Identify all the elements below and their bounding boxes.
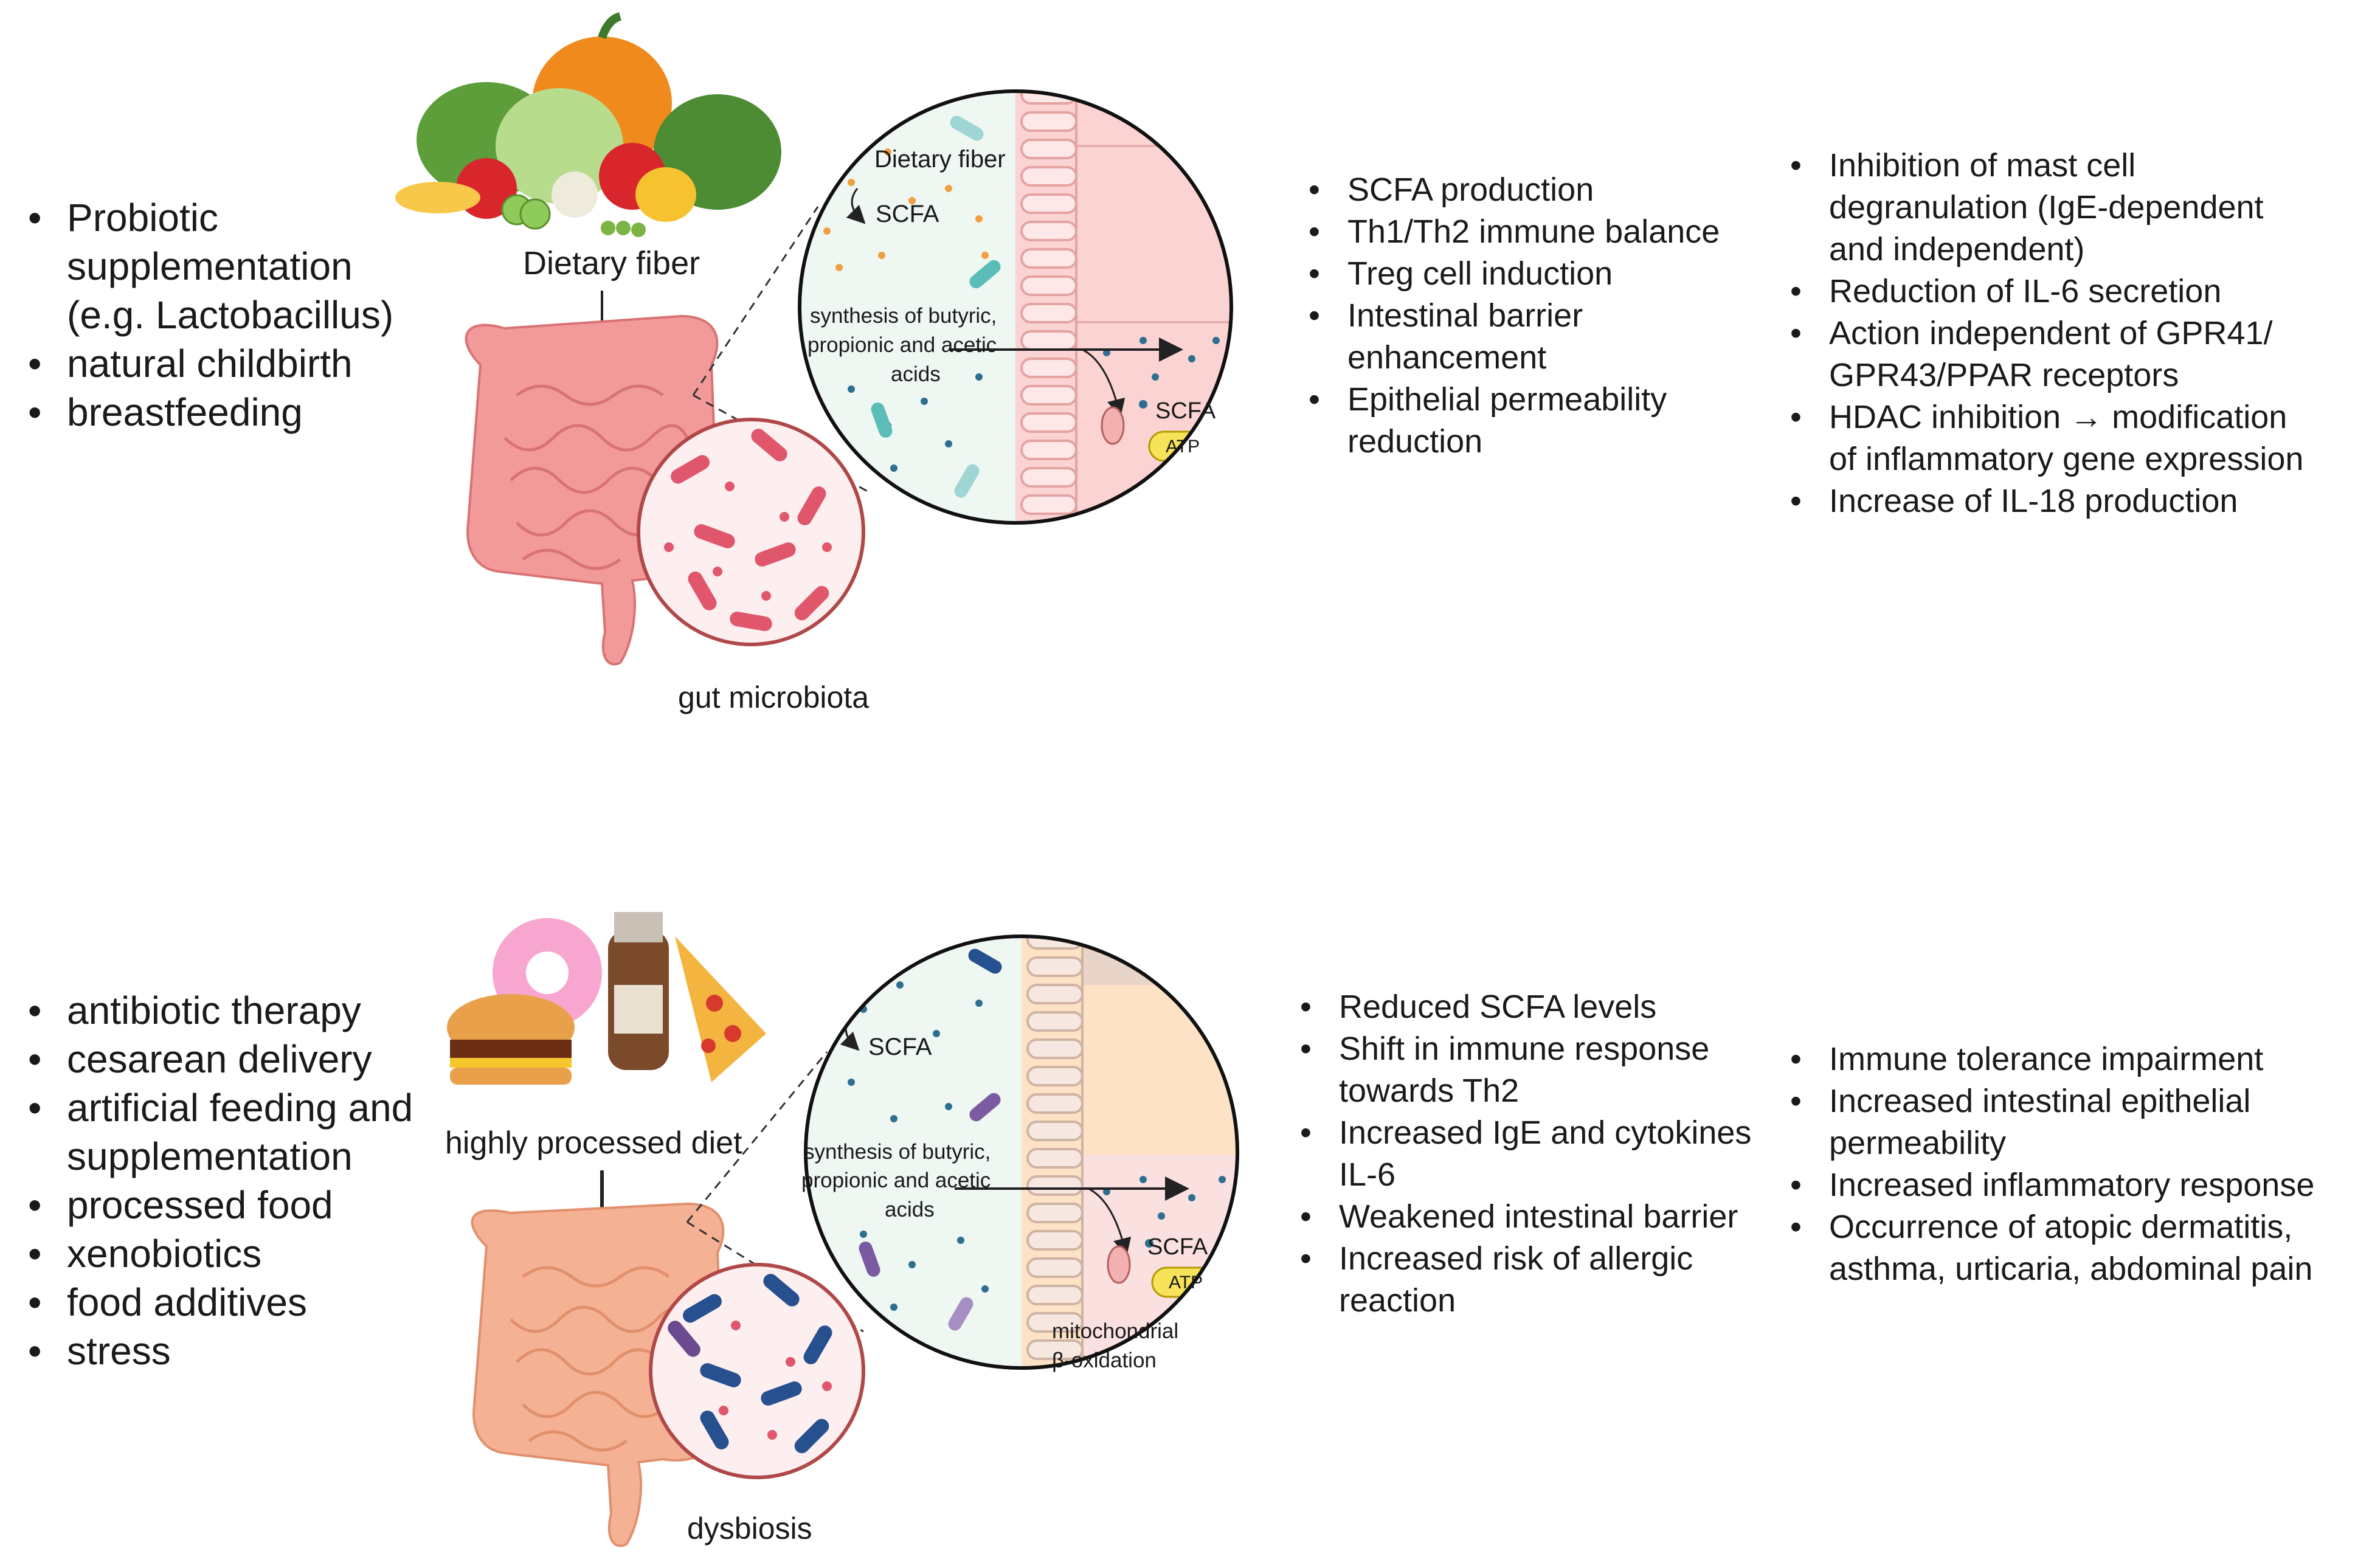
bottom-effect-item: Reduced SCFA levels (1296, 986, 1771, 1028)
bottom-microbiota-label: dysbiosis (687, 1511, 812, 1546)
top-zoom-synthesis-label-3: acids (891, 362, 941, 386)
top-factors-list: Probiotic supplementation (e.g. Lactobac… (24, 193, 426, 437)
top-zoom-scfa-label: SCFA (876, 201, 939, 227)
top-effect-item: Intestinal barrier enhancement (1305, 295, 1779, 379)
top-effect-item: Treg cell induction (1305, 253, 1779, 295)
bottom-factors-list: antibiotic therapy cesarean delivery art… (24, 986, 450, 1375)
top-microbiota-label: gut microbiota (678, 680, 870, 714)
top-factor-item: breastfeeding (24, 388, 426, 437)
bottom-effect-item: Weakened intestinal barrier (1296, 1196, 1771, 1238)
top-outcome-item: Increase of IL-18 production (1786, 480, 2322, 522)
bottom-effect-item: Shift in immune response towards Th2 (1296, 1028, 1771, 1112)
top-effects-list: SCFA production Th1/Th2 immune balance T… (1305, 169, 1779, 463)
bottom-zoom-scfa-label: SCFA (868, 1034, 932, 1060)
bottom-factor-item: antibiotic therapy (24, 986, 450, 1035)
top-effect-item: Epithelial permeability reduction (1305, 379, 1779, 463)
bottom-effects-list: Reduced SCFA levels Shift in immune resp… (1296, 986, 1771, 1322)
bottom-factor-item: cesarean delivery (24, 1035, 450, 1083)
bottom-outcomes-list: Immune tolerance impairment Increased in… (1786, 1038, 2352, 1290)
top-effect-item: Th1/Th2 immune balance (1305, 211, 1779, 253)
bottom-zoom-atp-label: ATP (1169, 1273, 1203, 1293)
bottom-factor-item: processed food (24, 1181, 450, 1229)
top-effect-item: SCFA production (1305, 169, 1779, 211)
top-outcome-item: Action independent of GPR41/ GPR43/PPAR … (1786, 313, 2322, 396)
top-zoom-synthesis-label-2: propionic and acetic (807, 333, 997, 357)
intestine-coils-bottom (510, 1266, 695, 1452)
bottom-diet-label: highly processed diet (445, 1125, 742, 1161)
top-outcomes-list: Inhibition of mast cell degranulation (I… (1786, 145, 2322, 522)
top-outcome-item: HDAC inhibition → modification of inflam… (1786, 396, 2322, 480)
top-outcome-item: Reduction of IL-6 secretion (1786, 271, 2322, 313)
intestine-dysbiosis-illustration (471, 1202, 725, 1547)
bottom-outcome-item: Increased inflammatory response (1786, 1164, 2352, 1206)
intestine-coils-top (503, 384, 689, 570)
top-factor-item: natural childbirth (24, 339, 426, 388)
top-zoom-scfa-cell-label: SCFA (1155, 398, 1216, 424)
bottom-zoom-synthesis-label-2: propionic and acetic (801, 1169, 991, 1192)
top-zoom-synthesis-label-1: synthesis of butyric, (810, 304, 997, 328)
vegetables-illustration (395, 12, 781, 237)
bottom-factor-item: stress (24, 1327, 450, 1375)
top-diet-label: Dietary fiber (523, 245, 700, 281)
bottom-effect-item: Increased IgE and cytokines IL-6 (1296, 1112, 1771, 1196)
bottom-outcome-item: Occurrence of atopic dermatitis, asthma,… (1786, 1206, 2352, 1290)
top-zoom-fiber-label: Dietary fiber (874, 146, 1006, 173)
bottom-zoom-scfa-cell-label: SCFA (1147, 1234, 1208, 1260)
bottom-effect-item: Increased risk of allergic reaction (1296, 1238, 1771, 1322)
processed-food-illustration (447, 912, 766, 1085)
bottom-zoom-mito-label-1: mitochondrial (1052, 1319, 1179, 1343)
top-outcome-item: Inhibition of mast cell degranulation (I… (1786, 145, 2322, 271)
bottom-factor-item: xenobiotics (24, 1229, 450, 1278)
bottom-outcome-item: Immune tolerance impairment (1786, 1038, 2352, 1080)
bottom-zoom-mito-label-2: β-oxidation (1052, 1349, 1157, 1372)
top-zoom-atp-label: ATP (1166, 437, 1200, 457)
bottom-outcome-item: Increased intestinal epithelial permeabi… (1786, 1080, 2352, 1164)
top-factor-item: Probiotic supplementation (e.g. Lactobac… (24, 193, 426, 339)
bottom-zoom-synthesis-label-3: acids (885, 1198, 935, 1221)
zoom-line-top-1 (692, 206, 819, 396)
bottom-factor-item: food additives (24, 1278, 450, 1327)
microbiota-circle-bottom (649, 1263, 865, 1479)
bottom-factor-item: artificial feeding and supplementation (24, 1083, 450, 1181)
microbiota-circle-top (637, 418, 865, 646)
zoom-line-bottom-1 (686, 1051, 828, 1223)
bottom-zoom-synthesis-label-1: synthesis of butyric, (804, 1140, 991, 1164)
